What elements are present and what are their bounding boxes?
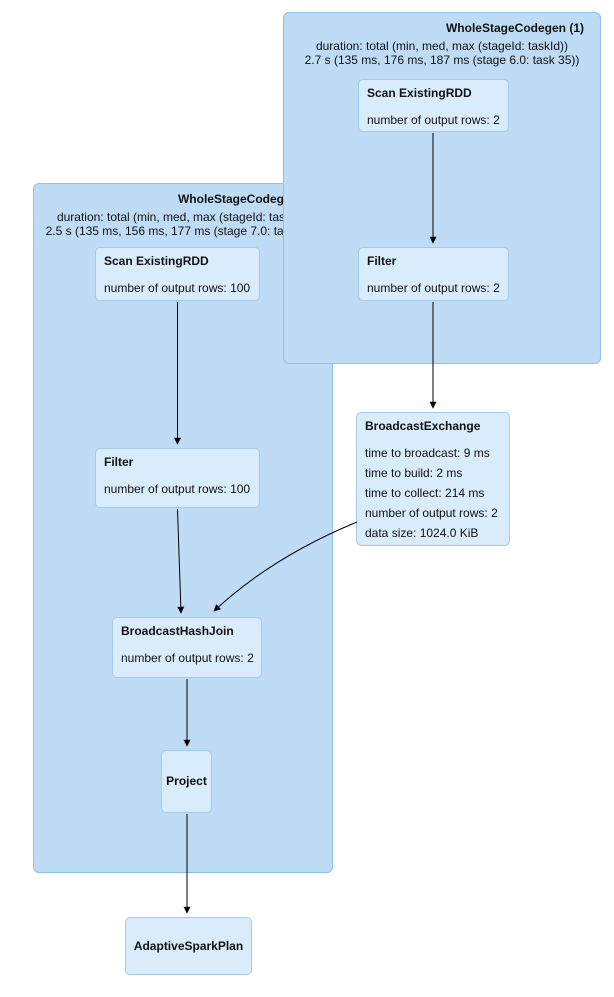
- node-project[interactable]: Project: [161, 750, 212, 813]
- metric-output-rows: number of output rows: 100: [104, 281, 251, 295]
- node-title: AdaptiveSparkPlan: [133, 938, 244, 953]
- metric-output-rows: number of output rows: 100: [104, 482, 251, 496]
- node-metrics: number of output rows: 2: [367, 278, 500, 298]
- node-metrics: time to broadcast: 9 ms time to build: 2…: [365, 443, 501, 543]
- metric-output-rows: number of output rows: 2: [365, 506, 498, 520]
- node-scan-existingrdd-2[interactable]: Scan ExistingRDD number of output rows: …: [95, 247, 260, 301]
- node-title: Scan ExistingRDD: [104, 254, 209, 268]
- node-title: Scan ExistingRDD: [367, 86, 472, 100]
- node-filter-2[interactable]: Filter number of output rows: 100: [95, 448, 260, 508]
- node-metrics: number of output rows: 100: [104, 479, 251, 499]
- metric-time-to-collect: time to collect: 214 ms: [365, 486, 485, 500]
- metric-output-rows: number of output rows: 2: [367, 281, 500, 295]
- duration-line-1: duration: total (min, med, max (stageId:…: [56, 210, 310, 224]
- metric-time-to-broadcast: time to broadcast: 9 ms: [365, 446, 490, 460]
- duration-line-2: 2.5 s (135 ms, 156 ms, 177 ms (stage 7.0…: [45, 224, 321, 238]
- node-broadcast-hash-join[interactable]: BroadcastHashJoin number of output rows:…: [112, 617, 262, 678]
- cluster-duration-wsc1: duration: total (min, med, max (stageId:…: [284, 39, 600, 71]
- node-metrics: number of output rows: 2: [121, 648, 254, 668]
- duration-line-1: duration: total (min, med, max (stageId:…: [315, 39, 569, 53]
- node-metrics: number of output rows: 100: [104, 278, 251, 298]
- metric-output-rows: number of output rows: 2: [121, 651, 254, 665]
- duration-line-2: 2.7 s (135 ms, 176 ms, 187 ms (stage 6.0…: [304, 53, 580, 67]
- node-title: Filter: [104, 455, 134, 469]
- cluster-wholestagecodegen-1: WholeStageCodegen (1) duration: total (m…: [283, 12, 601, 364]
- cluster-title-wsc2: WholeStageCodegen (2): [177, 192, 316, 206]
- metric-time-to-build: time to build: 2 ms: [365, 466, 463, 480]
- node-title: Project: [166, 774, 207, 788]
- node-title: Filter: [367, 254, 397, 268]
- cluster-title-wsc1: WholeStageCodegen (1): [445, 21, 584, 35]
- node-metrics: number of output rows: 2: [367, 110, 500, 130]
- node-scan-existingrdd-1[interactable]: Scan ExistingRDD number of output rows: …: [358, 79, 509, 132]
- node-title: BroadcastExchange: [365, 419, 481, 433]
- cluster-duration-wsc2: duration: total (min, med, max (stageId:…: [34, 210, 332, 242]
- node-title: BroadcastHashJoin: [121, 624, 234, 638]
- node-filter-1[interactable]: Filter number of output rows: 2: [358, 247, 509, 301]
- metric-output-rows: number of output rows: 2: [367, 113, 500, 127]
- node-broadcast-exchange[interactable]: BroadcastExchange time to broadcast: 9 m…: [356, 412, 510, 546]
- node-adaptive-spark-plan[interactable]: AdaptiveSparkPlan: [125, 917, 252, 975]
- metric-data-size: data size: 1024.0 KiB: [365, 526, 479, 540]
